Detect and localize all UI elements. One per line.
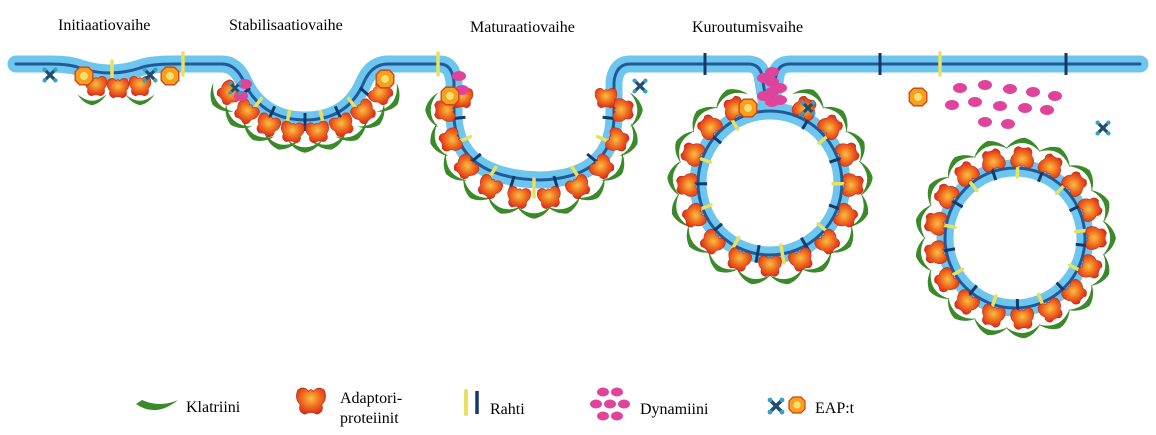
dynamin-molecule [452, 71, 466, 81]
clathrin-arc [126, 94, 155, 105]
legend-cargo-label: Rahti [490, 401, 525, 418]
dynamin-molecule [773, 95, 787, 105]
clathrin-triskelion [126, 94, 155, 105]
dynamin-molecule [978, 117, 992, 127]
dynamin-molecule [757, 91, 771, 101]
adaptor-protein [1086, 226, 1107, 249]
adaptor-protein [1010, 307, 1035, 330]
eap-hexagon-icon [789, 397, 805, 413]
dynamin-molecule [773, 83, 787, 93]
free-vesicle-core [945, 168, 1085, 308]
eap-hexagon [441, 87, 459, 105]
eap-hexagon [75, 67, 93, 85]
dynamin-molecule [1040, 105, 1054, 115]
legend-eap-label: EAP:t [815, 400, 855, 417]
dynamin-molecule [978, 80, 992, 90]
dynamin-molecule [1026, 87, 1040, 97]
clathrin-triskelion [78, 94, 107, 105]
legend-clathrin-label: Klatriini [186, 399, 241, 416]
stage-label-initiation: Initiaatiovaihe [58, 17, 150, 34]
dynamin-icon [590, 388, 630, 421]
adaptor-protein [842, 173, 863, 197]
stage-label-stabilisation: Stabilisaatiovaihe [229, 17, 343, 34]
adaptor-protein [758, 256, 781, 277]
budding-vesicle-core [698, 111, 842, 255]
adaptor-protein [595, 88, 617, 108]
membrane-core [16, 64, 1140, 180]
adaptor-protein [923, 210, 948, 236]
adaptor-protein [279, 120, 305, 144]
adaptor-protein [923, 240, 948, 266]
dynamin-molecule [993, 101, 1007, 111]
adaptor-protein [107, 78, 129, 98]
adaptor-protein [613, 98, 634, 121]
adaptor-protein-icon [296, 388, 325, 414]
cargo-icon [466, 391, 477, 414]
dynamin-molecule [953, 83, 967, 93]
stage-label-scission: Kuroutumisvaihe [692, 19, 803, 36]
adaptor-protein [1010, 146, 1035, 169]
dynamin-molecule [1001, 119, 1015, 129]
dynamin-molecule [1048, 91, 1062, 101]
adaptor-protein [676, 173, 697, 197]
eap-cross [1095, 120, 1110, 135]
stage-label-maturation: Maturaatiovaihe [470, 19, 575, 36]
legend-adaptor-label-line1: Adaptori- [340, 390, 402, 407]
dynamin-molecule [968, 97, 982, 107]
eap-hexagon [161, 67, 179, 85]
adaptor-protein [536, 186, 562, 210]
clathrin-arc [78, 94, 107, 105]
dynamin-molecule [1018, 103, 1032, 113]
adaptor-protein [505, 186, 531, 210]
eap-hexagon [909, 88, 927, 106]
legend-adaptor-label-line2: proteiinit [340, 410, 399, 427]
dynamin-molecule [945, 100, 959, 110]
clathrin-icon [136, 400, 178, 410]
eap-hexagon [739, 99, 757, 117]
dynamin-molecule [757, 73, 771, 83]
dynamin-eap-layer [42, 67, 1110, 136]
eap-cross [632, 78, 647, 93]
membrane-glow [16, 64, 1140, 180]
adaptor-protein [305, 120, 331, 144]
eap-hexagon [376, 70, 394, 88]
legend: Klatriini Adaptori- proteiinit Rahti Dyn… [136, 388, 855, 428]
dynamin-molecule [1003, 84, 1017, 94]
eap-cross-icon [768, 398, 785, 415]
legend-dynamin-label: Dynamiini [640, 401, 709, 418]
